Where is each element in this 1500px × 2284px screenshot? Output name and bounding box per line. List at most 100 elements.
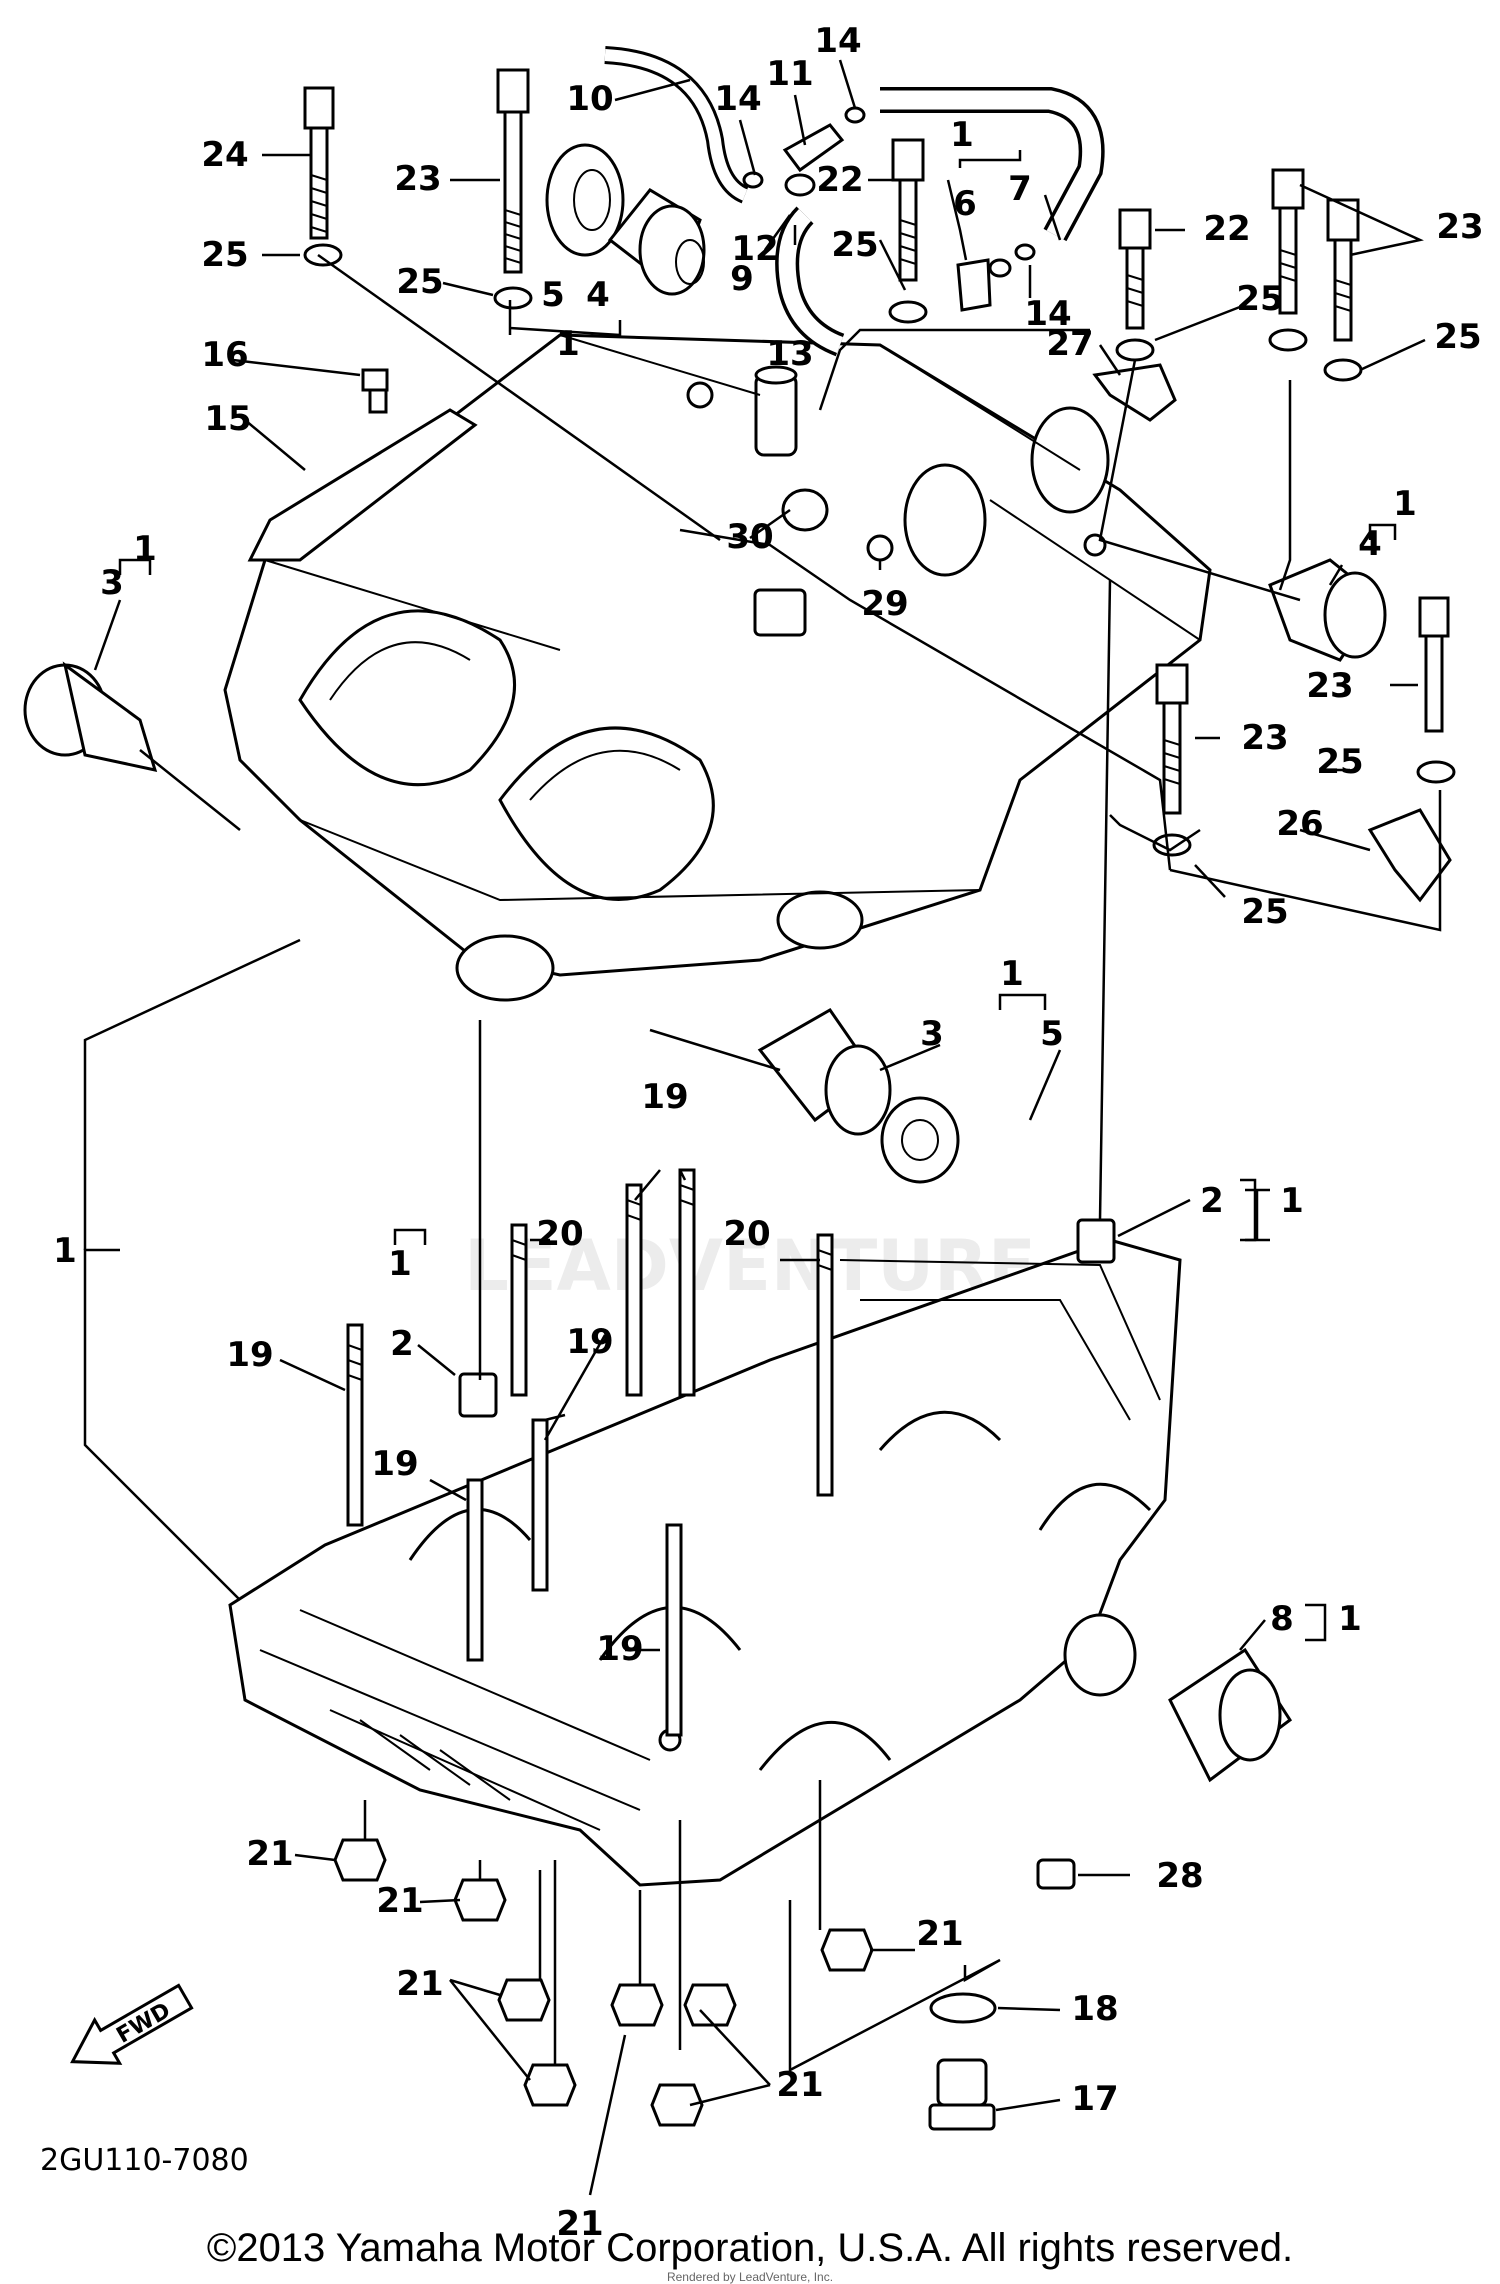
callout-4: 4 [586, 275, 610, 315]
callout-27: 27 [1046, 324, 1093, 364]
callout-numbers: 24 25 23 25 5 4 1 10 14 11 14 12 9 13 25… [53, 21, 1484, 2244]
callout-8: 8 [1270, 1599, 1294, 1639]
oil-seal-5-top [545, 143, 625, 257]
engine-mount-3-left [23, 661, 158, 772]
callout-6: 6 [953, 184, 977, 224]
callout-23: 23 [1436, 207, 1483, 247]
callout-5: 5 [541, 275, 565, 315]
callout-21: 21 [776, 2065, 823, 2105]
washer-25b [493, 286, 533, 310]
fitting-11 [782, 123, 845, 197]
callout-3: 3 [920, 1014, 944, 1054]
callout-14: 14 [814, 21, 861, 61]
callout-1: 1 [1280, 1181, 1304, 1221]
callout-20: 20 [723, 1214, 770, 1254]
clamp-26 [1367, 808, 1452, 903]
callout-25: 25 [396, 262, 443, 302]
callout-1: 1 [133, 529, 157, 569]
nuts-21 [333, 1838, 874, 2127]
watermark-text: LEADVENTURE [464, 1225, 1036, 1307]
callout-18: 18 [1071, 1989, 1118, 2029]
callout-21: 21 [246, 1834, 293, 1874]
callout-12: 12 [731, 229, 778, 269]
callout-23: 23 [394, 159, 441, 199]
dowel-pin-2-left [458, 1372, 498, 1418]
callout-25: 25 [1434, 317, 1481, 357]
clip-14c [1014, 243, 1036, 261]
callout-4: 4 [1358, 524, 1382, 564]
fwd-arrow-icon: FWD [70, 1983, 194, 2065]
callout-1: 1 [556, 324, 580, 364]
callout-7: 7 [1008, 169, 1032, 209]
callout-10: 10 [566, 79, 613, 119]
callout-11: 11 [766, 54, 813, 94]
callout-25: 25 [1241, 892, 1288, 932]
lower-crankcase-drawing [228, 1238, 1182, 1887]
bracket-27 [1092, 363, 1177, 422]
callout-25: 25 [831, 225, 878, 265]
part-30 [781, 488, 829, 532]
callout-28: 28 [1156, 1856, 1203, 1896]
diagram-code: 2GU110-7080 [40, 2143, 249, 2178]
callout-14: 14 [714, 79, 761, 119]
bolt-24 [303, 86, 335, 240]
callout-brackets [1245, 1188, 1270, 1242]
washer-25c [888, 300, 928, 324]
bolt-23-left [496, 68, 530, 274]
callout-2: 2 [1200, 1181, 1224, 1221]
callout-16: 16 [201, 335, 248, 375]
callout-15: 15 [204, 399, 251, 439]
callout-9: 9 [730, 259, 754, 299]
upper-crankcase-drawing [223, 333, 1212, 1002]
callout-23: 23 [1306, 666, 1353, 706]
part-29 [866, 534, 894, 562]
washer-25e [1268, 328, 1308, 352]
callout-30: 30 [726, 517, 773, 557]
bolt-23-right-pair [1271, 168, 1360, 342]
callout-17: 17 [1071, 2079, 1118, 2119]
washer-25h [1416, 760, 1456, 784]
callout-21: 21 [556, 2204, 603, 2244]
callout-25: 25 [201, 235, 248, 275]
plug-28 [1036, 1858, 1076, 1890]
washer-25a [303, 243, 343, 267]
callout-19: 19 [566, 1322, 613, 1362]
callout-1: 1 [1393, 484, 1417, 524]
callout-21: 21 [916, 1914, 963, 1954]
callout-26: 26 [1276, 804, 1323, 844]
callout-19: 19 [226, 1335, 273, 1375]
callout-21: 21 [376, 1881, 423, 1921]
engine-mount-4-top [607, 188, 706, 296]
callout-1: 1 [1338, 1599, 1362, 1639]
callout-21: 21 [396, 1964, 443, 2004]
callout-1: 1 [950, 115, 974, 155]
bolt-23-far-right [1418, 596, 1450, 733]
callout-14: 14 [1024, 294, 1071, 334]
bolt-22-center [891, 138, 925, 282]
callout-22: 22 [816, 160, 863, 200]
dowel-pin-2-right [1076, 1218, 1116, 1264]
oil-seal-5-middle [880, 1096, 960, 1184]
callout-2: 2 [390, 1324, 414, 1364]
drain-plug-17 [928, 2058, 996, 2131]
callout-25: 25 [1236, 279, 1283, 319]
copyright-notice: ©2013 Yamaha Motor Corporation, U.S.A. A… [206, 2226, 1294, 2270]
clip-14a [742, 171, 764, 189]
callout-1: 1 [53, 1231, 77, 1271]
callout-23: 23 [1241, 718, 1288, 758]
bushing-8 [1168, 1647, 1293, 1783]
callout-1: 1 [1000, 954, 1024, 994]
callout-24: 24 [201, 135, 248, 175]
callout-19: 19 [371, 1444, 418, 1484]
gasket-18 [929, 1992, 997, 2024]
cover-plate-15 [247, 408, 478, 562]
bolt-22-right [1118, 208, 1152, 330]
engine-mount-4-right [1268, 558, 1387, 662]
engine-mount-3-middle [757, 1008, 892, 1136]
callout-19: 19 [641, 1077, 688, 1117]
callout-1: 1 [388, 1244, 412, 1284]
bolt-23-mid-right [1155, 663, 1189, 815]
washer-25f [1323, 358, 1363, 382]
callout-3: 3 [100, 563, 124, 603]
